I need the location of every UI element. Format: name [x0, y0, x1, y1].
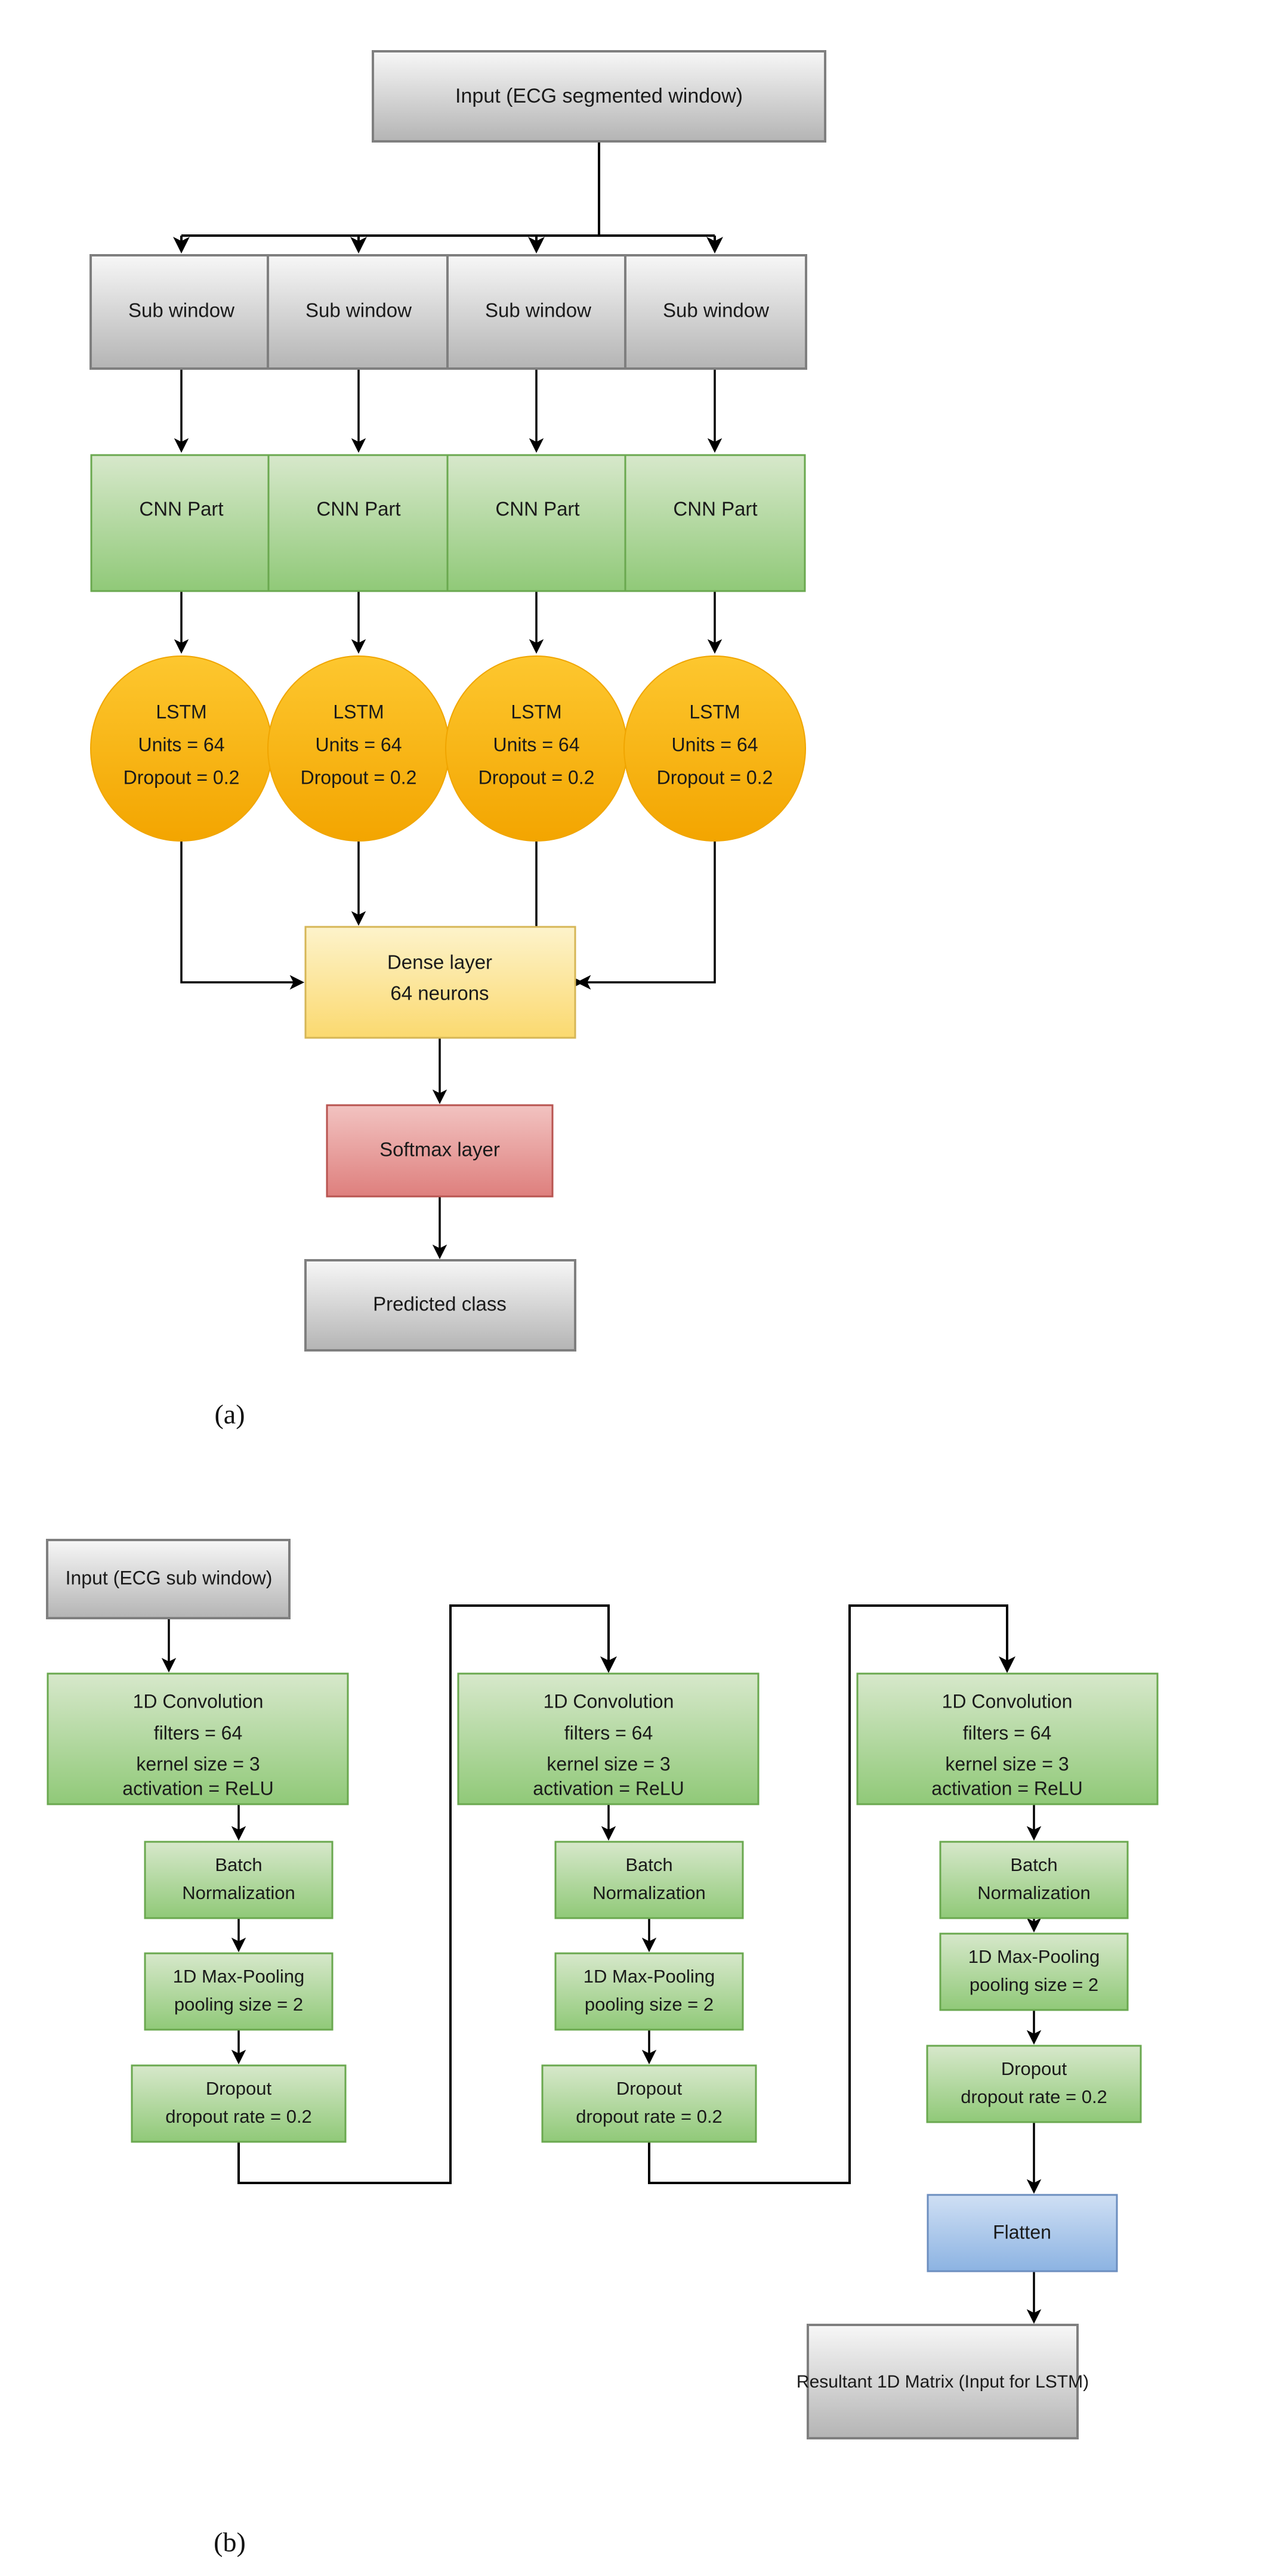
caption-a: (a): [214, 1399, 245, 1430]
dropout-line1-3: Dropout: [1001, 2058, 1067, 2079]
conv-filters-1: filters = 64: [154, 1722, 243, 1743]
sub-window-label-2: Sub window: [305, 299, 412, 321]
lstm-title-4: LSTM: [689, 701, 740, 722]
maxpool-line1-3: 1D Max-Pooling: [968, 1946, 1100, 1967]
lstm-units-3: Units = 64: [493, 734, 580, 755]
conv-title-3: 1D Convolution: [942, 1690, 1073, 1712]
sub-window-node-1[interactable]: Sub window: [89, 254, 273, 370]
batchnorm-line2-1: Normalization: [182, 1882, 295, 1903]
lstm-node-3[interactable]: LSTM Units = 64 Dropout = 0.2: [445, 655, 628, 842]
cnn-part-node-3[interactable]: CNN Part: [446, 454, 628, 592]
cnn-part-node-1[interactable]: CNN Part: [90, 454, 272, 592]
lstm-dropout-2: Dropout = 0.2: [301, 766, 417, 788]
batchnorm-line1-2: Batch: [625, 1854, 672, 1875]
sub-window-node-3[interactable]: Sub window: [446, 254, 629, 370]
dropout-line2-3: dropout rate = 0.2: [961, 2086, 1107, 2107]
conv-activation-1: activation = ReLU: [122, 1777, 273, 1799]
panel-a-input-label: Input (ECG segmented window): [455, 85, 743, 107]
panel-b-input-node[interactable]: Input (ECG sub window): [46, 1539, 291, 1619]
lstm-title-1: LSTM: [156, 701, 206, 722]
softmax-layer-label: Softmax layer: [379, 1139, 500, 1161]
conv-kernel-1: kernel size = 3: [136, 1753, 260, 1774]
batchnorm-node-3[interactable]: Batch Normalization: [939, 1841, 1129, 1919]
dropout-line1-2: Dropout: [616, 2078, 683, 2099]
panel-b-input-label: Input (ECG sub window): [66, 1567, 273, 1588]
caption-b: (b): [214, 2527, 246, 2558]
cnn-part-label-4: CNN Part: [673, 498, 757, 520]
batchnorm-line2-2: Normalization: [592, 1882, 706, 1903]
sub-window-label-1: Sub window: [128, 299, 234, 321]
lstm-dropout-1: Dropout = 0.2: [124, 766, 240, 788]
conv-activation-3: activation = ReLU: [931, 1777, 1082, 1799]
dropout-line1-1: Dropout: [206, 2078, 272, 2099]
batchnorm-line2-3: Normalization: [977, 1882, 1091, 1903]
conv-filters-3: filters = 64: [963, 1722, 1052, 1743]
sub-window-node-2[interactable]: Sub window: [267, 254, 450, 370]
lstm-node-4[interactable]: LSTM Units = 64 Dropout = 0.2: [623, 655, 806, 842]
dropout-node-3[interactable]: Dropout dropout rate = 0.2: [926, 2045, 1142, 2123]
dropout-node-1[interactable]: Dropout dropout rate = 0.2: [131, 2064, 347, 2143]
maxpool-node-1[interactable]: 1D Max-Pooling pooling size = 2: [144, 1952, 334, 2031]
conv-node-1[interactable]: 1D Convolution filters = 64 kernel size …: [47, 1672, 349, 1805]
panel-b-connectors: [161, 1604, 1042, 2324]
cnn-part-label-3: CNN Part: [495, 498, 579, 520]
dense-layer-neurons: 64 neurons: [390, 982, 489, 1004]
conv-kernel-2: kernel size = 3: [547, 1753, 670, 1774]
sub-window-node-4[interactable]: Sub window: [624, 254, 807, 370]
flatten-node[interactable]: Flatten: [927, 2194, 1118, 2272]
lstm-title-2: LSTM: [333, 701, 384, 722]
conv-activation-2: activation = ReLU: [533, 1777, 684, 1799]
flatten-label: Flatten: [993, 2221, 1051, 2243]
maxpool-line2-2: pooling size = 2: [585, 1994, 714, 2015]
resultant-matrix-label: Resultant 1D Matrix (Input for LSTM): [797, 2372, 1089, 2392]
panel-a-input-node[interactable]: Input (ECG segmented window): [372, 50, 826, 143]
lstm-node-1[interactable]: LSTM Units = 64 Dropout = 0.2: [90, 655, 273, 842]
dropout-line2-1: dropout rate = 0.2: [165, 2106, 312, 2127]
batchnorm-line1-1: Batch: [215, 1854, 262, 1875]
lstm-dropout-3: Dropout = 0.2: [478, 766, 595, 788]
resultant-matrix-node[interactable]: Resultant 1D Matrix (Input for LSTM): [797, 2324, 1089, 2439]
lstm-units-4: Units = 64: [672, 734, 758, 755]
lstm-dropout-4: Dropout = 0.2: [657, 766, 773, 788]
batchnorm-node-2[interactable]: Batch Normalization: [554, 1841, 744, 1919]
maxpool-line1-1: 1D Max-Pooling: [173, 1966, 305, 1987]
maxpool-node-3[interactable]: 1D Max-Pooling pooling size = 2: [939, 1932, 1129, 2011]
conv-node-2[interactable]: 1D Convolution filters = 64 kernel size …: [457, 1672, 760, 1805]
cnn-part-node-2[interactable]: CNN Part: [267, 454, 449, 592]
conv-title-1: 1D Convolution: [133, 1690, 264, 1712]
cnn-part-label-1: CNN Part: [139, 498, 223, 520]
maxpool-node-2[interactable]: 1D Max-Pooling pooling size = 2: [554, 1952, 744, 2031]
maxpool-line2-1: pooling size = 2: [174, 1994, 303, 2015]
lstm-title-3: LSTM: [511, 701, 561, 722]
dense-layer-node[interactable]: Dense layer 64 neurons: [304, 926, 576, 1039]
maxpool-line2-3: pooling size = 2: [970, 1974, 1098, 1995]
maxpool-line1-2: 1D Max-Pooling: [584, 1966, 715, 1987]
batchnorm-line1-3: Batch: [1010, 1854, 1057, 1875]
predicted-class-node[interactable]: Predicted class: [304, 1259, 576, 1352]
lstm-units-1: Units = 64: [138, 734, 225, 755]
softmax-layer-node[interactable]: Softmax layer: [326, 1104, 554, 1198]
cnn-part-label-2: CNN Part: [316, 498, 400, 520]
predicted-class-label: Predicted class: [373, 1293, 507, 1315]
sub-window-label-3: Sub window: [485, 299, 591, 321]
conv-title-2: 1D Convolution: [544, 1690, 674, 1712]
lstm-units-2: Units = 64: [316, 734, 402, 755]
dropout-node-2[interactable]: Dropout dropout rate = 0.2: [541, 2064, 757, 2143]
sub-window-label-4: Sub window: [663, 299, 769, 321]
batchnorm-node-1[interactable]: Batch Normalization: [144, 1841, 334, 1919]
conv-kernel-3: kernel size = 3: [945, 1753, 1069, 1774]
dense-layer-label: Dense layer: [387, 951, 492, 973]
conv-node-3[interactable]: 1D Convolution filters = 64 kernel size …: [856, 1672, 1159, 1805]
cnn-part-node-4[interactable]: CNN Part: [624, 454, 806, 592]
lstm-node-2[interactable]: LSTM Units = 64 Dropout = 0.2: [267, 655, 450, 842]
conv-filters-2: filters = 64: [564, 1722, 653, 1743]
dropout-line2-2: dropout rate = 0.2: [576, 2106, 723, 2127]
